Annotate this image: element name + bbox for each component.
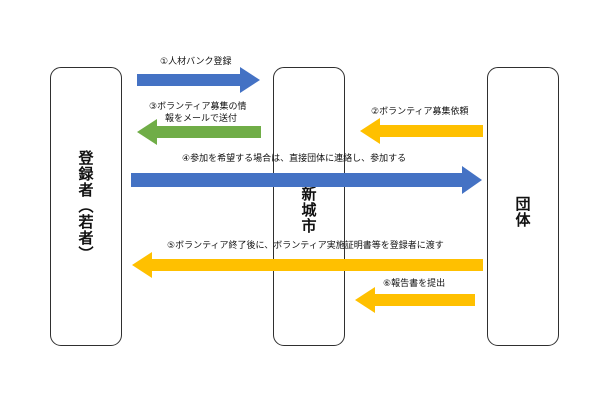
registrant-box: 登録者（若者） <box>50 67 122 346</box>
step6-arrow <box>355 287 475 313</box>
step3-label-line1: ③ボランティア募集の情 <box>149 102 247 112</box>
organization-label: 団体 <box>513 196 532 228</box>
organization-box: 団体 <box>487 67 559 346</box>
step4-arrow <box>131 166 482 194</box>
step2-arrow <box>360 118 483 144</box>
step6-label: ⑥報告書を提出 <box>383 279 446 289</box>
registrant-label: 登録者（若者） <box>76 150 95 262</box>
step5-arrow <box>132 252 483 278</box>
step3-label-line2: 報をメールで送付 <box>165 114 238 124</box>
step3-arrow <box>137 119 261 145</box>
step1-label: ①人材バンク登録 <box>160 57 232 67</box>
step2-label: ②ボランティア募集依頼 <box>371 107 469 117</box>
city-label: 新城市 <box>299 186 318 234</box>
step4-label: ④参加を希望する場合は、直接団体に連絡し、参加する <box>182 154 407 164</box>
step1-arrow <box>137 67 260 93</box>
step5-label: ⑤ボランティア終了後に、ボランティア実施証明書等を登録者に渡す <box>167 241 444 251</box>
city-box: 新城市 <box>273 67 345 346</box>
